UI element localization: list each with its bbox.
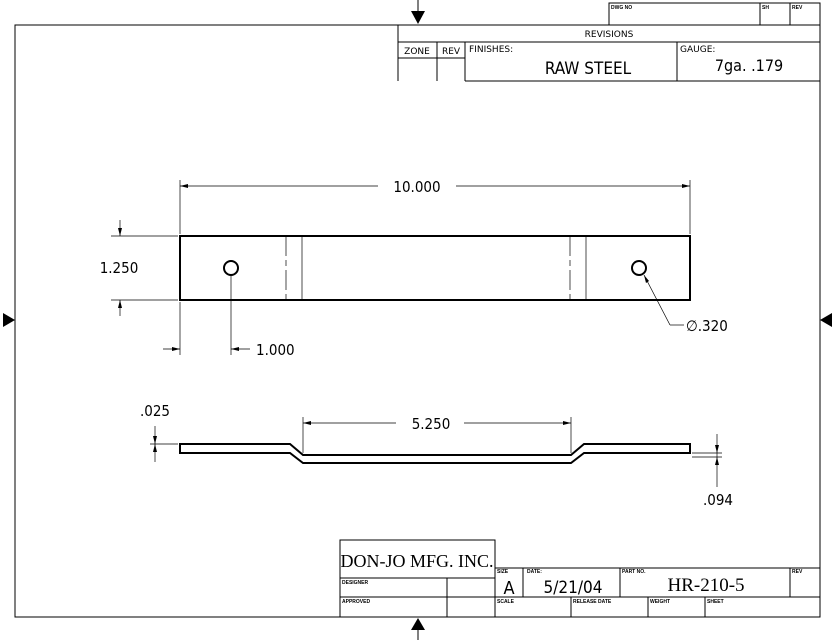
overall-length-value: 10.000 [393,178,440,196]
size-label: SIZE [497,569,509,575]
rev-label-bottom: REV [792,569,803,575]
part-no-label: PART NO. [622,569,646,575]
approved-label: APPROVED [342,599,370,605]
part-no-value: HR-210-5 [667,575,744,596]
release-date-label: RELEASE DATE [573,599,612,605]
revisions-label: REVISIONS [585,30,634,40]
side-view: 5.250 .025 .094 [140,402,733,509]
hole-left [223,260,239,276]
drawing-border [14,24,821,618]
company-name: DON-JO MFG. INC. [340,551,493,571]
zone-label: ZONE [404,47,430,57]
company-box [339,539,496,579]
finishes-value: RAW STEEL [545,59,632,79]
bend-lines [285,236,587,300]
dimension-offset-depth: .025 [140,402,178,462]
sheet-label: SHEET [707,599,724,605]
dimension-overall-length: 10.000 [179,178,691,234]
part-outline-plan [179,235,691,301]
designer-label: DESIGNER [342,580,369,586]
offset-length-value: 5.250 [412,415,451,433]
part-outline-side [179,443,691,464]
dimension-thickness: .094 [692,434,733,509]
title-block: DON-JO MFG. INC. DESIGNER APPROVED SIZE … [339,539,820,617]
center-mark-left [3,313,15,327]
finishes-label: FINISHES: [469,45,513,55]
center-mark-right [820,313,832,327]
sh-label: SH [762,5,769,11]
date-label: DATE: [527,569,542,575]
dwg-no-block: DWG NO SH REV [608,2,821,26]
leader-hole-diameter: ∅.320 [643,274,728,335]
center-mark-bottom [411,618,425,640]
gauge-value: 7ga. .179 [715,56,783,75]
weight-label: WEIGHT [650,599,670,605]
hole-right [631,260,647,276]
dwg-no-label: DWG NO [611,5,632,11]
gauge-label: GAUGE: [680,45,715,55]
plan-view: 10.000 1.250 1.000 ∅.320 [100,178,728,359]
revisions-block: REVISIONS ZONE REV FINISHES: RAW STEEL G… [397,25,820,82]
width-value: 1.250 [100,259,139,277]
thickness-value: .094 [703,491,733,509]
rev-column-label: REV [442,47,461,57]
hole-offset-value: 1.000 [256,341,295,359]
center-mark-top [411,0,425,24]
hole-diameter-value: ∅.320 [686,317,728,335]
scale-label: SCALE [497,599,515,605]
dimension-hole-offset: 1.000 [163,276,295,359]
offset-depth-value: .025 [140,402,170,420]
date-value: 5/21/04 [544,578,603,598]
rev-label: REV [792,5,803,11]
dimension-width: 1.250 [100,220,178,316]
dimension-offset-length: 5.250 [302,415,572,453]
size-value: A [503,578,514,599]
